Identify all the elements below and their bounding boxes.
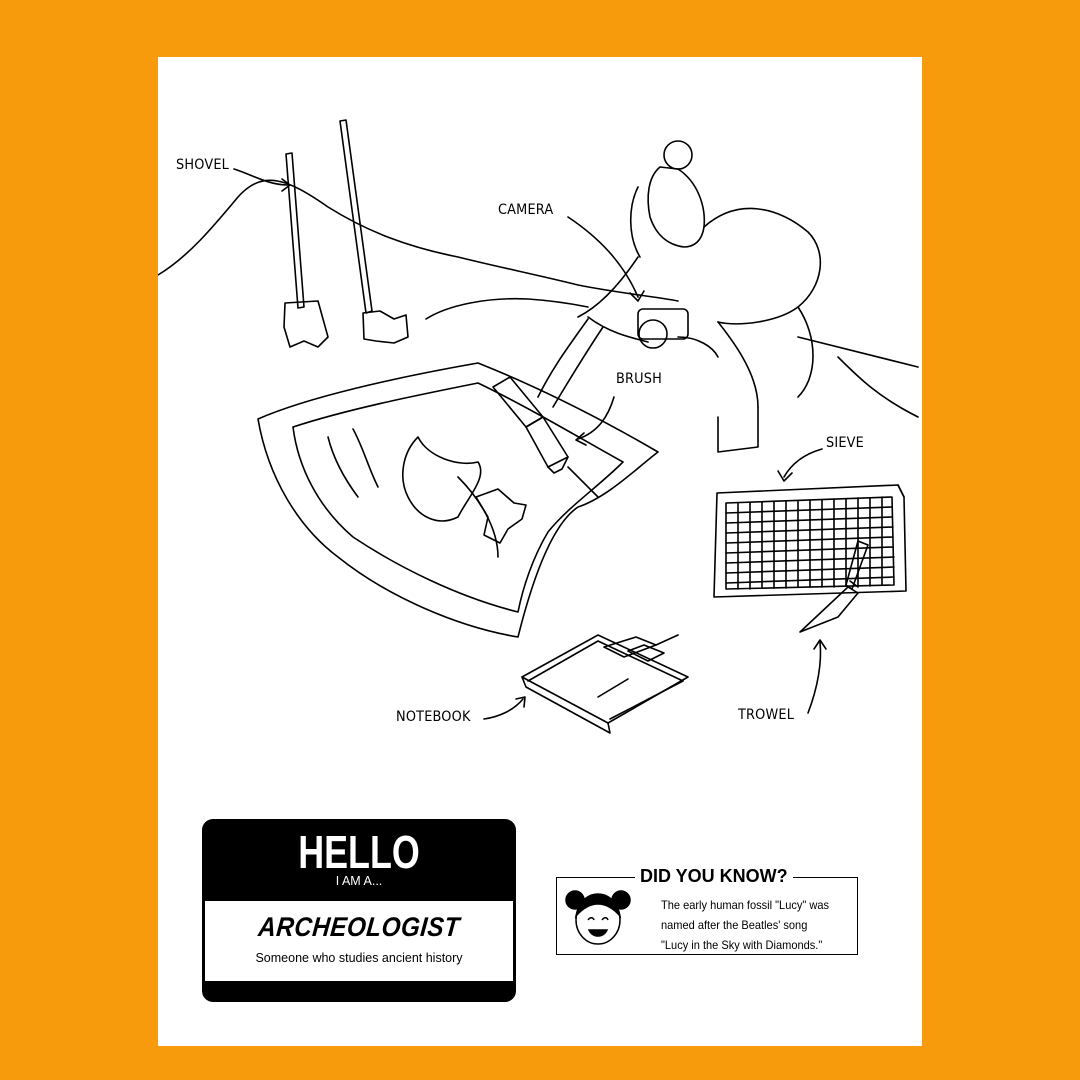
brush-icon bbox=[492, 376, 569, 474]
fact-line: named after the Beatles' song bbox=[661, 918, 808, 932]
label-shovel: SHOVEL bbox=[176, 157, 230, 173]
hill-line bbox=[158, 179, 679, 302]
label-trowel: TROWEL bbox=[738, 707, 795, 723]
archaeologist-figure bbox=[537, 140, 822, 453]
fact-line: "Lucy in the Sky with Diamonds." bbox=[661, 938, 823, 952]
trowel-icon bbox=[799, 540, 869, 633]
ground-line bbox=[797, 336, 919, 368]
job-definition: Someone who studies ancient history bbox=[255, 951, 463, 965]
fact-line: The early human fossil "Lucy" was bbox=[661, 898, 830, 912]
i-am-a-label: I AM A... bbox=[335, 874, 383, 888]
girl-face-icon bbox=[565, 890, 631, 945]
name-tag-body: ARCHEOLOGIST Someone who studies ancient… bbox=[205, 901, 513, 981]
job-title: ARCHEOLOGIST bbox=[257, 912, 462, 942]
hello-title: HELLO bbox=[298, 826, 420, 878]
shovel-icon bbox=[283, 119, 409, 348]
camera-arrow bbox=[567, 216, 639, 298]
coloring-page: SHOVEL CAMERA BRUSH SIEVE NOTEBOOK TROWE… bbox=[158, 57, 922, 1046]
notebook-arrow bbox=[483, 698, 524, 720]
brush-arrow bbox=[577, 396, 615, 440]
label-notebook: NOTEBOOK bbox=[396, 709, 471, 725]
shovel-arrow bbox=[233, 168, 289, 186]
label-sieve: SIEVE bbox=[826, 435, 864, 451]
label-brush: BRUSH bbox=[616, 371, 662, 387]
sieve-arrow bbox=[783, 448, 823, 478]
dig-pit bbox=[257, 362, 659, 638]
did-you-know-text: The early human fossil "Lucy" was named … bbox=[661, 895, 841, 955]
notebook-icon bbox=[521, 634, 689, 734]
label-camera: CAMERA bbox=[498, 202, 554, 218]
hello-name-tag: HELLO I AM A... ARCHEOLOGIST Someone who… bbox=[202, 819, 516, 1002]
camera-icon bbox=[637, 308, 689, 349]
did-you-know-box: DID YOU KNOW? The early human fossil "Lu… bbox=[556, 866, 858, 955]
trowel-arrow bbox=[807, 641, 822, 714]
glasses-icon bbox=[603, 634, 679, 662]
artifact-fragment bbox=[475, 488, 527, 544]
did-you-know-title: DID YOU KNOW? bbox=[635, 866, 793, 887]
sieve-icon bbox=[713, 484, 907, 598]
archaeology-dig-illustration bbox=[158, 119, 919, 734]
ridge-line bbox=[425, 297, 589, 320]
